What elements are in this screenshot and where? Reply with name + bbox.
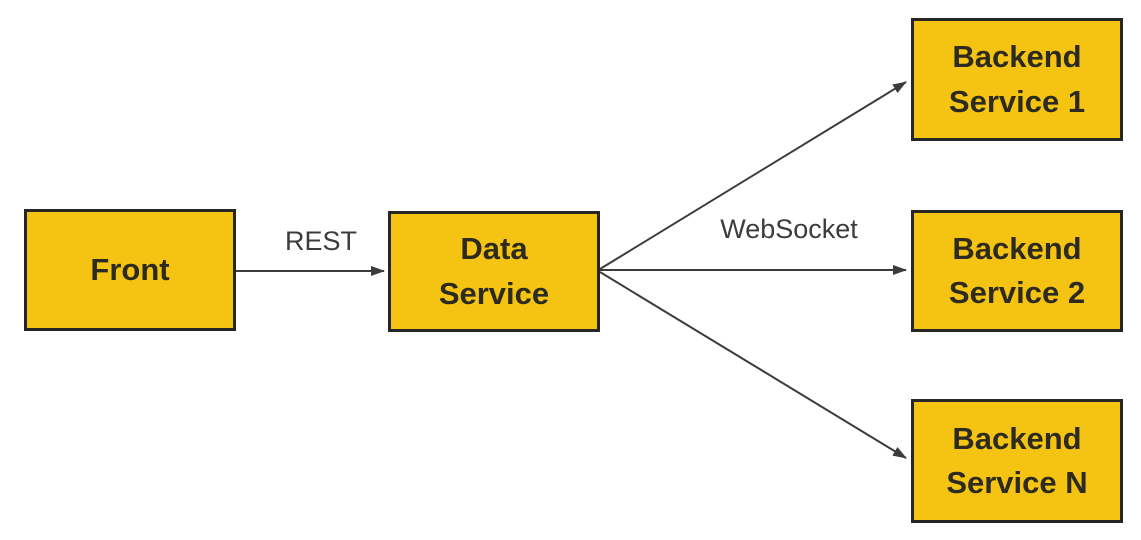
node-backend-service-1: Backend Service 1	[911, 18, 1123, 141]
node-backend-service-n: Backend Service N	[911, 399, 1123, 523]
edge-label-websocket: WebSocket	[720, 214, 858, 244]
node-front-label: Front	[90, 251, 170, 287]
edge-label-rest: REST	[284, 226, 357, 256]
node-backend-service-n-label: Backend Service N	[946, 420, 1088, 500]
edge-dataservice-to-backendn	[599, 271, 907, 459]
node-backend-service-1-label: Backend Service 1	[948, 39, 1086, 119]
node-data-service-label: Data Service	[438, 231, 550, 311]
node-backend-service-2-label: Backend Service 2	[948, 230, 1086, 310]
node-front: Front	[24, 209, 236, 331]
node-data-service: Data Service	[388, 211, 600, 332]
edge-dataservice-to-backend1	[599, 81, 907, 270]
node-backend-service-2: Backend Service 2	[911, 210, 1123, 332]
